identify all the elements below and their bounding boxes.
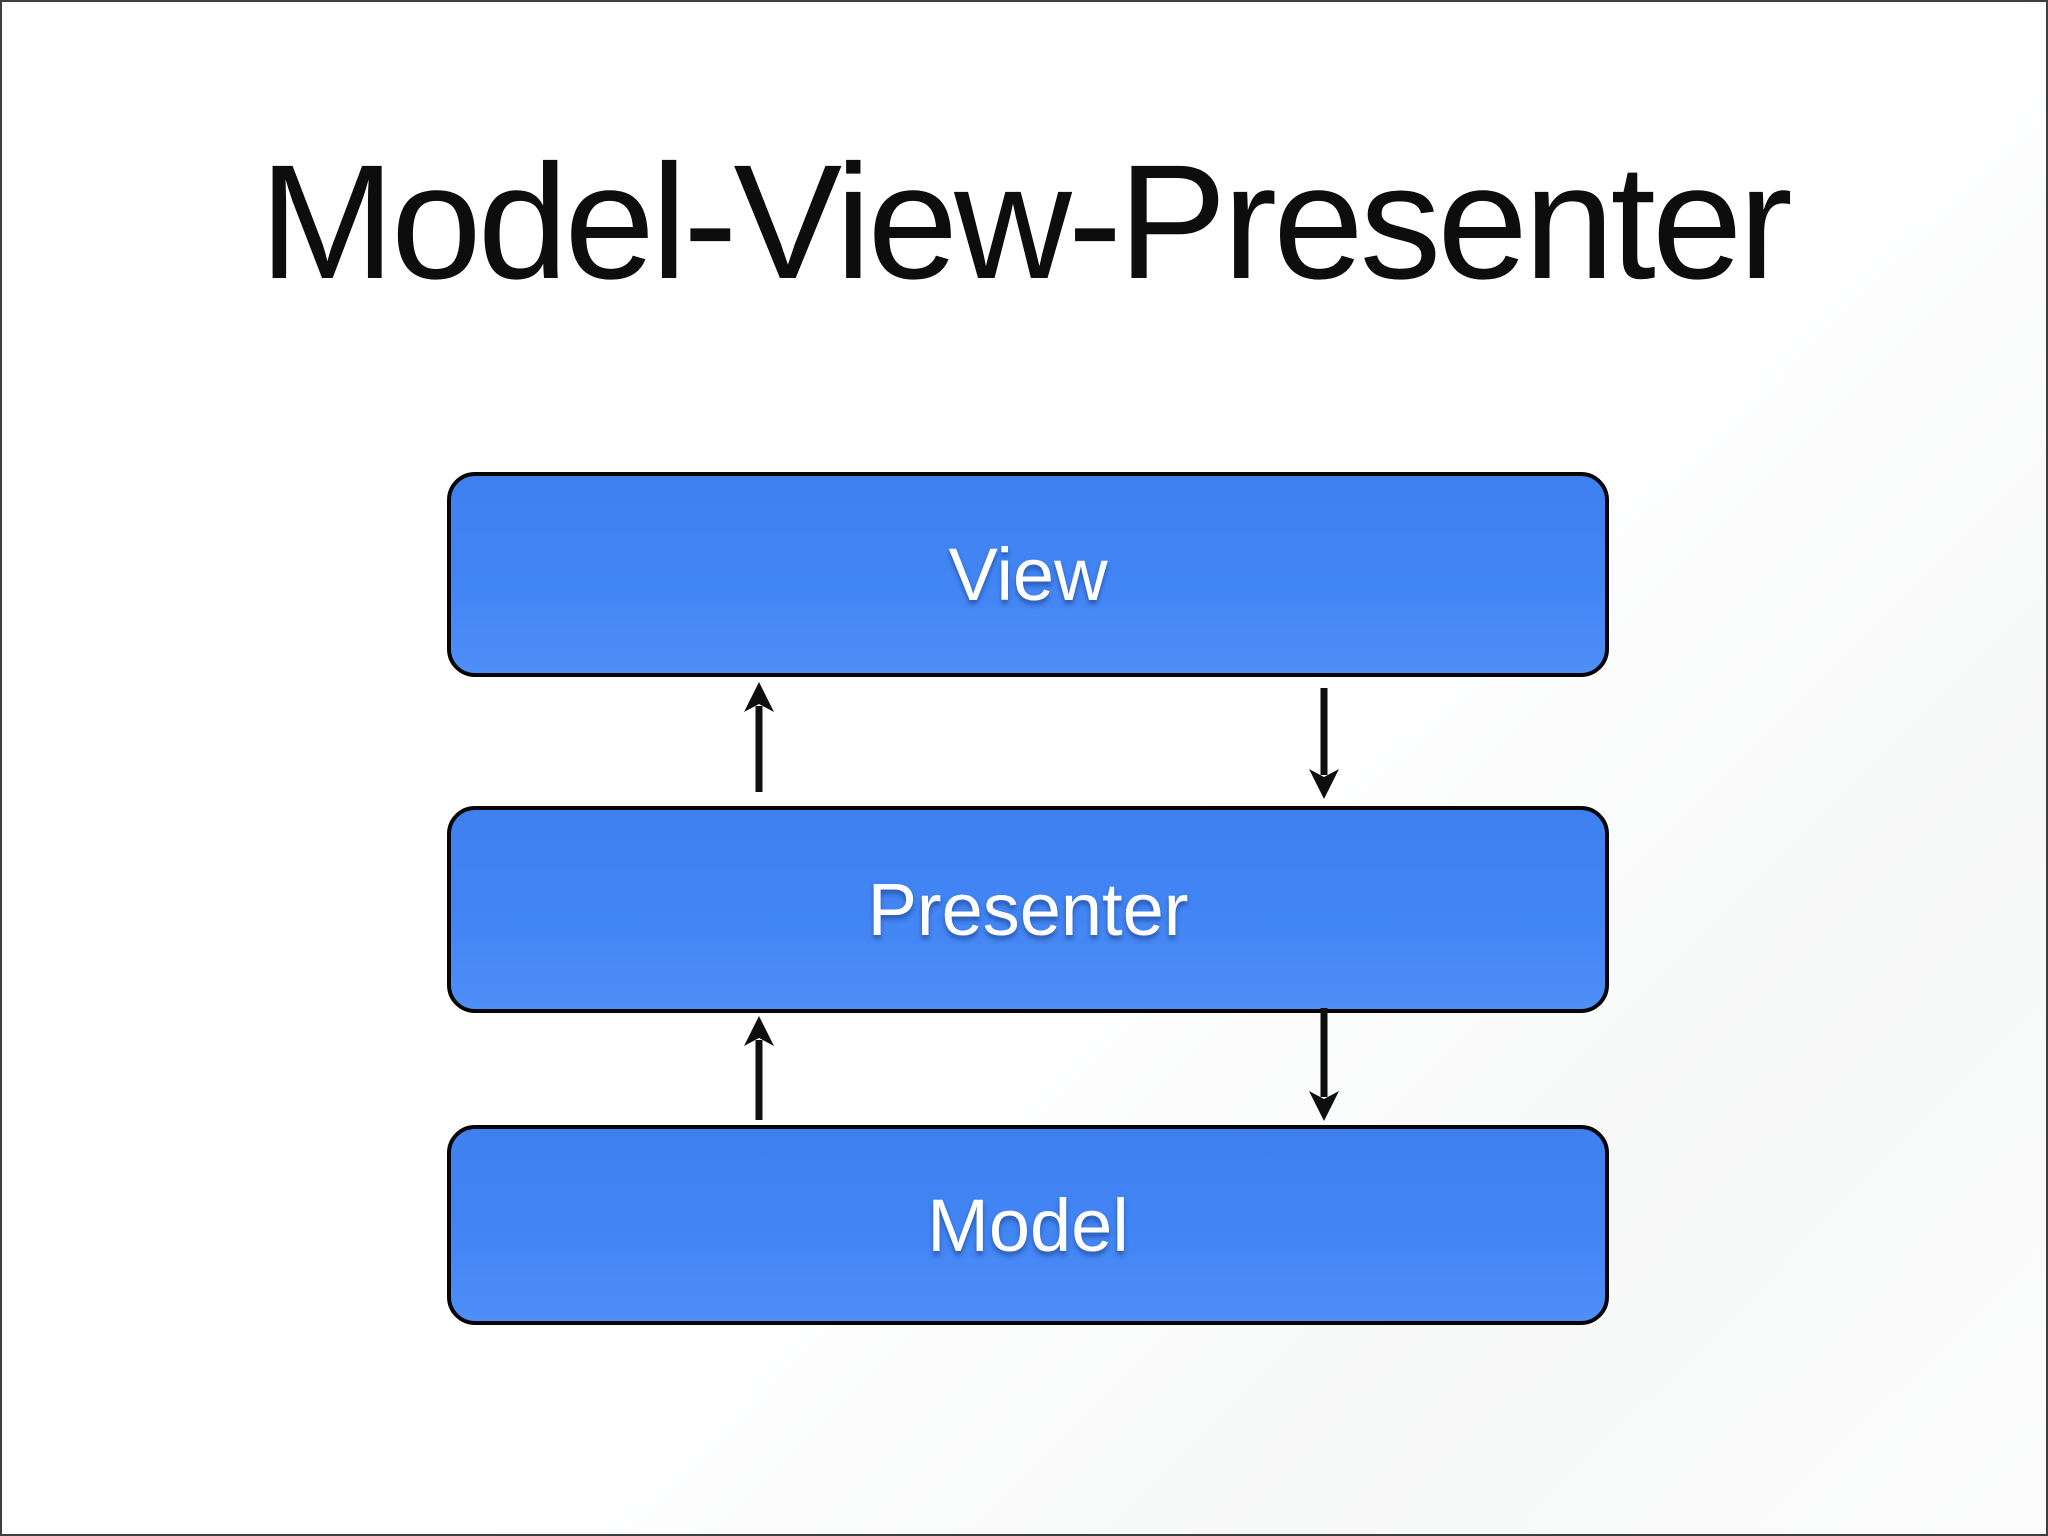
slide-title: Model-View-Presenter — [259, 130, 1793, 313]
node-model-label: Model — [927, 1183, 1129, 1267]
arrow-view-to-presenter-down-icon — [1309, 688, 1339, 799]
diagram-node-model: Model — [447, 1125, 1609, 1325]
arrow-presenter-to-view-up-icon — [744, 682, 774, 792]
node-presenter-label: Presenter — [867, 868, 1189, 951]
arrow-presenter-to-model-down-icon — [1309, 1008, 1339, 1121]
arrow-model-to-presenter-up-icon — [744, 1016, 774, 1120]
diagram-node-view: View — [447, 472, 1609, 677]
diagram-node-presenter: Presenter — [447, 806, 1609, 1013]
node-view-label: View — [948, 533, 1108, 616]
